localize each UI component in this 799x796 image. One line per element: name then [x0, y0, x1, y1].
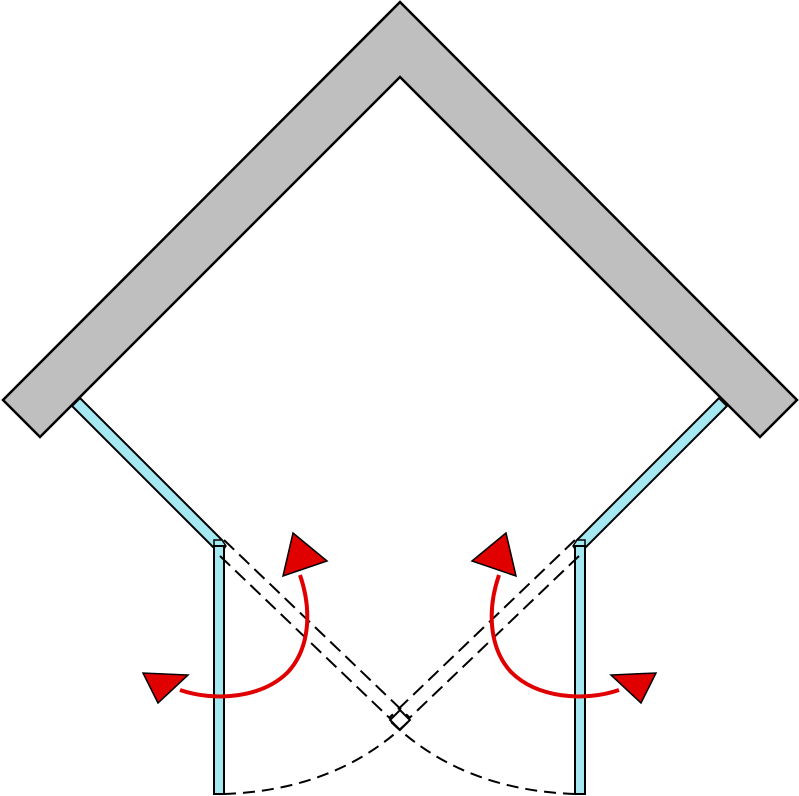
door-panel-left-open-inward — [219, 539, 411, 729]
swing-arrow-right-head-top — [470, 531, 518, 578]
door-panel-right-open-inward — [388, 539, 580, 729]
fixed-glass-panel-right — [575, 396, 729, 550]
swing-arc-left — [223, 717, 413, 795]
swing-arrow-right — [470, 531, 658, 705]
swing-arc-right — [386, 717, 576, 795]
doors-meeting-point — [388, 708, 412, 732]
swing-arrow-right-head-bottom — [609, 672, 658, 705]
swing-arrow-left — [141, 531, 329, 705]
swing-arrow-right-arc — [489, 574, 620, 699]
swing-arrow-left-head-top — [281, 531, 329, 578]
fixed-glass-panel-left — [70, 396, 224, 550]
swing-arrow-left-arc — [179, 574, 310, 699]
corner-wall — [1, 0, 799, 439]
door-panel-left-closed — [213, 545, 225, 795]
door-panel-right-closed — [574, 545, 586, 795]
swing-arrow-left-head-bottom — [141, 672, 190, 705]
